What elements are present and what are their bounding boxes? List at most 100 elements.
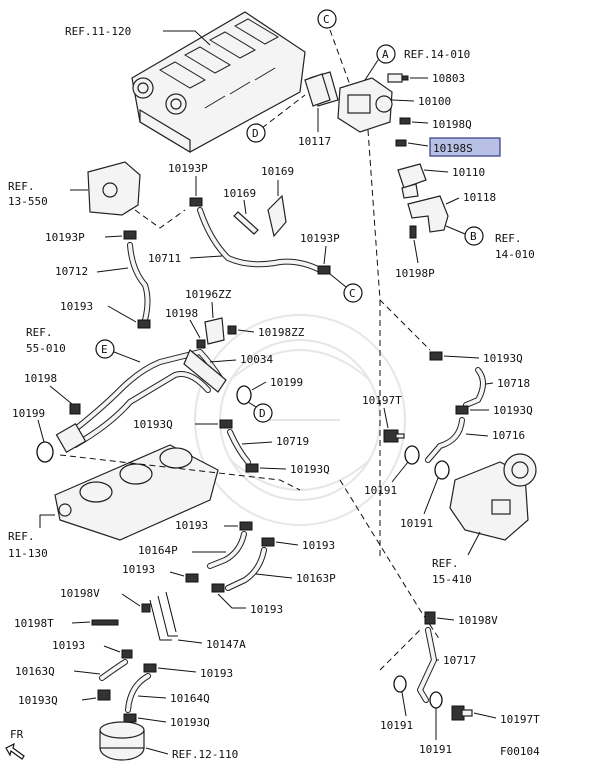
callout-a xyxy=(376,44,396,64)
label-10711: 10711 xyxy=(148,252,181,265)
plug-10197t-b xyxy=(451,705,473,721)
gasket-10117 xyxy=(304,73,331,107)
label-10193q-e: 10193Q xyxy=(18,694,58,707)
highlight-10198s[interactable] xyxy=(429,137,501,157)
label-10034: 10034 xyxy=(240,353,273,366)
pipe-10716 xyxy=(425,417,465,463)
callout-b-label: B xyxy=(470,230,477,243)
label-10147a: 10147A xyxy=(206,638,246,651)
label-10193p-c: 10193P xyxy=(300,232,340,245)
label-10117: 10117 xyxy=(298,135,331,148)
footer-code: F00104 xyxy=(500,745,540,758)
clamp-10193q-d xyxy=(245,463,259,473)
thermostat-10110 xyxy=(397,163,427,199)
label-10716: 10716 xyxy=(492,429,525,442)
label-10118: 10118 xyxy=(463,191,496,204)
fr-label: FR xyxy=(10,728,24,741)
clamp-10193p-a xyxy=(123,230,137,240)
clamp-10193-c xyxy=(261,537,275,547)
callout-e xyxy=(95,339,115,359)
label-10199-b: 10199 xyxy=(270,376,303,389)
label-10191-c: 10191 xyxy=(380,719,413,732)
clamp-10193-d xyxy=(185,573,199,583)
bolt-10198s xyxy=(395,139,407,147)
bolt-10198p xyxy=(409,225,417,239)
clamp-10193q-b xyxy=(455,405,469,415)
label-10191-b: 10191 xyxy=(400,517,433,530)
label-ref-55-010-a: REF. xyxy=(26,326,53,339)
label-10198-a: 10198 xyxy=(165,307,198,320)
bolt-10198q-top xyxy=(399,117,411,125)
callout-d-mid-label: D xyxy=(259,407,266,420)
label-10719: 10719 xyxy=(276,435,309,448)
label-ref-14-010-top: REF.14-010 xyxy=(404,48,470,61)
label-10193-f: 10193 xyxy=(52,639,85,652)
label-10193p-b: 10193P xyxy=(168,162,208,175)
washer-10191-b xyxy=(434,460,450,480)
label-10193q-f: 10193Q xyxy=(170,716,210,729)
bracket-13-550 xyxy=(87,161,141,216)
label-10712: 10712 xyxy=(55,265,88,278)
label-10198zz: 10198ZZ xyxy=(258,326,305,339)
label-10193-e: 10193 xyxy=(250,603,283,616)
intake-manifold xyxy=(54,444,219,541)
label-10198p: 10198P xyxy=(395,267,435,280)
label-10198v-b: 10198V xyxy=(458,614,498,627)
label-10193q-a: 10193Q xyxy=(483,352,523,365)
label-10100: 10100 xyxy=(418,95,451,108)
clamp-10193p-b xyxy=(189,197,203,207)
label-10199-a: 10199 xyxy=(12,407,45,420)
water-inlet-10118 xyxy=(407,195,449,233)
label-10169b: 10169 xyxy=(261,165,294,178)
washer-10191-c xyxy=(393,675,407,693)
label-10110: 10110 xyxy=(452,166,485,179)
pipe-10147a xyxy=(149,591,178,641)
label-ref-13-550-a: REF. xyxy=(8,180,35,193)
water-pipe-10034 xyxy=(55,349,227,453)
hose-10164q xyxy=(125,673,151,713)
label-10193q-c: 10193Q xyxy=(133,418,173,431)
label-ref-55-010-b: 55-010 xyxy=(26,342,66,355)
clamp-10193q-f xyxy=(123,713,137,723)
hose-10163q xyxy=(99,659,128,681)
label-10198v-a: 10198V xyxy=(60,587,100,600)
bolt-10198-a xyxy=(196,339,206,349)
label-10803: 10803 xyxy=(432,72,465,85)
cylinder-head xyxy=(131,11,306,154)
clip-10169-b xyxy=(267,194,287,238)
callout-d-top-label: D xyxy=(252,127,259,140)
clamp-10193q-c xyxy=(219,419,233,429)
pipe-10717 xyxy=(417,627,437,703)
hose-10719 xyxy=(227,429,251,465)
label-ref-13-550-b: 13-550 xyxy=(8,195,48,208)
washer-10191-a xyxy=(404,445,420,465)
label-10193q-b: 10193Q xyxy=(493,404,533,417)
callout-a-label: A xyxy=(382,48,389,61)
clamp-10193-e xyxy=(211,583,225,593)
label-10191-a: 10191 xyxy=(364,484,397,497)
label-ref-11-130-b: 11-130 xyxy=(8,547,48,560)
label-10164p: 10164P xyxy=(138,544,178,557)
label-10193q-d: 10193Q xyxy=(290,463,330,476)
label-10169: 10169 xyxy=(223,187,256,200)
label-10196zz: 10196ZZ xyxy=(185,288,232,301)
bolt-10198v-a xyxy=(141,603,151,613)
label-10193-a: 10193 xyxy=(60,300,93,313)
label-ref-11-120: REF.11-120 xyxy=(65,25,131,38)
bolt-10198t xyxy=(91,619,119,626)
bolt-10198zz xyxy=(227,325,237,335)
bracket-10196zz xyxy=(204,317,225,345)
clamp-10193q-e xyxy=(97,689,111,701)
label-10163p: 10163P xyxy=(296,572,336,585)
label-10164q: 10164Q xyxy=(170,692,210,705)
bolt-10198-b xyxy=(69,403,81,415)
hose-10163p xyxy=(225,547,267,591)
label-10198s[interactable]: 10198S xyxy=(433,142,473,155)
label-ref-15-410-b: 15-410 xyxy=(432,573,472,586)
label-10191-d: 10191 xyxy=(419,743,452,756)
label-10198-b: 10198 xyxy=(24,372,57,385)
throttle-body xyxy=(99,721,145,761)
label-10193p-a: 10193P xyxy=(45,231,85,244)
clamp-10193p-c xyxy=(317,265,331,275)
